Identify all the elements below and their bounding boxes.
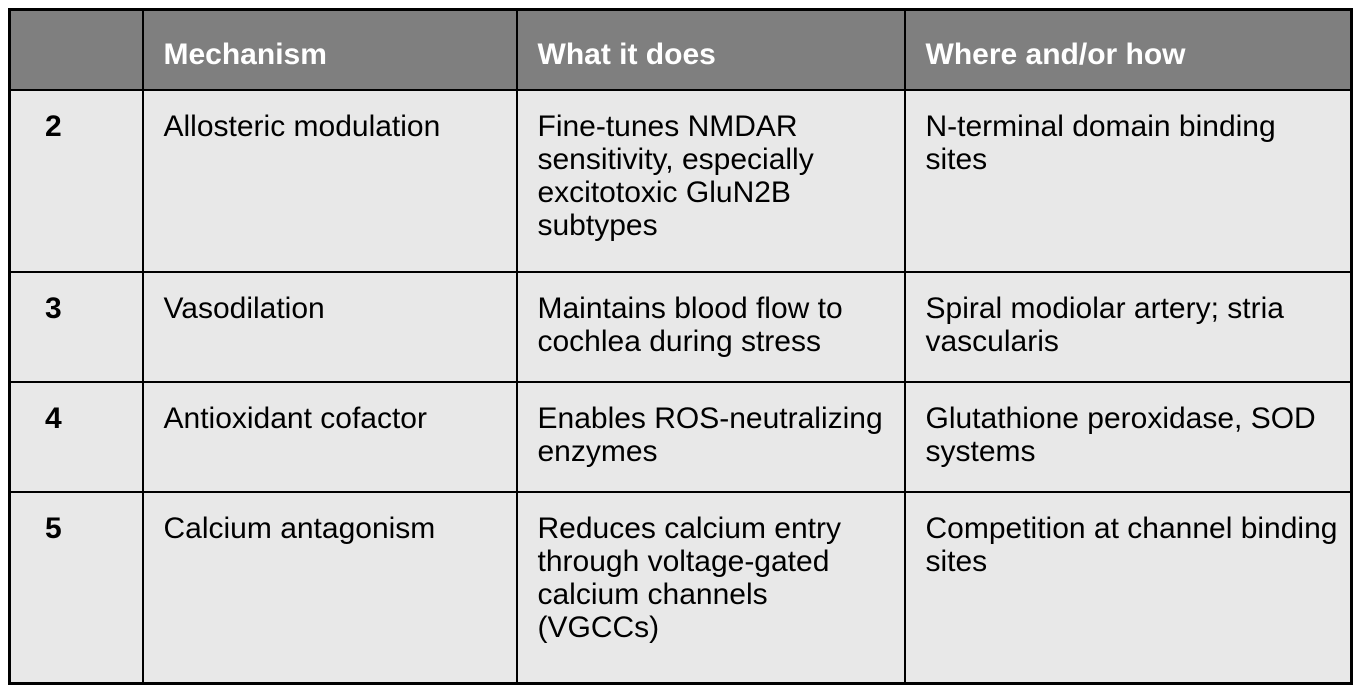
table-row: 5 Calcium antagonism Reduces calcium ent… [8, 490, 1353, 685]
row-number-cell: 4 [8, 380, 144, 493]
what-it-does-cell: Reduces calcium entry through voltage-ga… [515, 490, 906, 685]
header-row: Mechanism What it does Where and/or how [8, 8, 1353, 91]
where-how-cell: Competition at channel binding sites [903, 490, 1353, 685]
mechanism-cell: Antioxidant cofactor [141, 380, 518, 493]
header-cell-number [8, 8, 144, 91]
mechanism-table: Mechanism What it does Where and/or how … [8, 8, 1353, 685]
mechanism-cell: Vasodilation [141, 270, 518, 383]
header-cell-where-and-or-how: Where and/or how [903, 8, 1353, 91]
where-how-cell: Spiral modiolar artery; stria vascularis [903, 270, 1353, 383]
header-cell-what-it-does: What it does [515, 8, 906, 91]
row-number-cell: 2 [8, 88, 144, 273]
header-cell-mechanism: Mechanism [141, 8, 518, 91]
where-how-cell: N-terminal domain binding sites [903, 88, 1353, 273]
where-how-cell: Glutathione peroxidase, SOD systems [903, 380, 1353, 493]
what-it-does-cell: Enables ROS-neutralizing enzymes [515, 380, 906, 493]
table-body: 2 Allosteric modulation Fine-tunes NMDAR… [8, 88, 1353, 685]
what-it-does-cell: Fine-tunes NMDAR sensitivity, especially… [515, 88, 906, 273]
mechanism-cell: Allosteric modulation [141, 88, 518, 273]
row-number-cell: 5 [8, 490, 144, 685]
table-row: 3 Vasodilation Maintains blood flow to c… [8, 270, 1353, 383]
table-row: 2 Allosteric modulation Fine-tunes NMDAR… [8, 88, 1353, 273]
mechanism-cell: Calcium antagonism [141, 490, 518, 685]
what-it-does-cell: Maintains blood flow to cochlea during s… [515, 270, 906, 383]
row-number-cell: 3 [8, 270, 144, 383]
table-container: Mechanism What it does Where and/or how … [8, 8, 1353, 685]
table-row: 4 Antioxidant cofactor Enables ROS-neutr… [8, 380, 1353, 493]
